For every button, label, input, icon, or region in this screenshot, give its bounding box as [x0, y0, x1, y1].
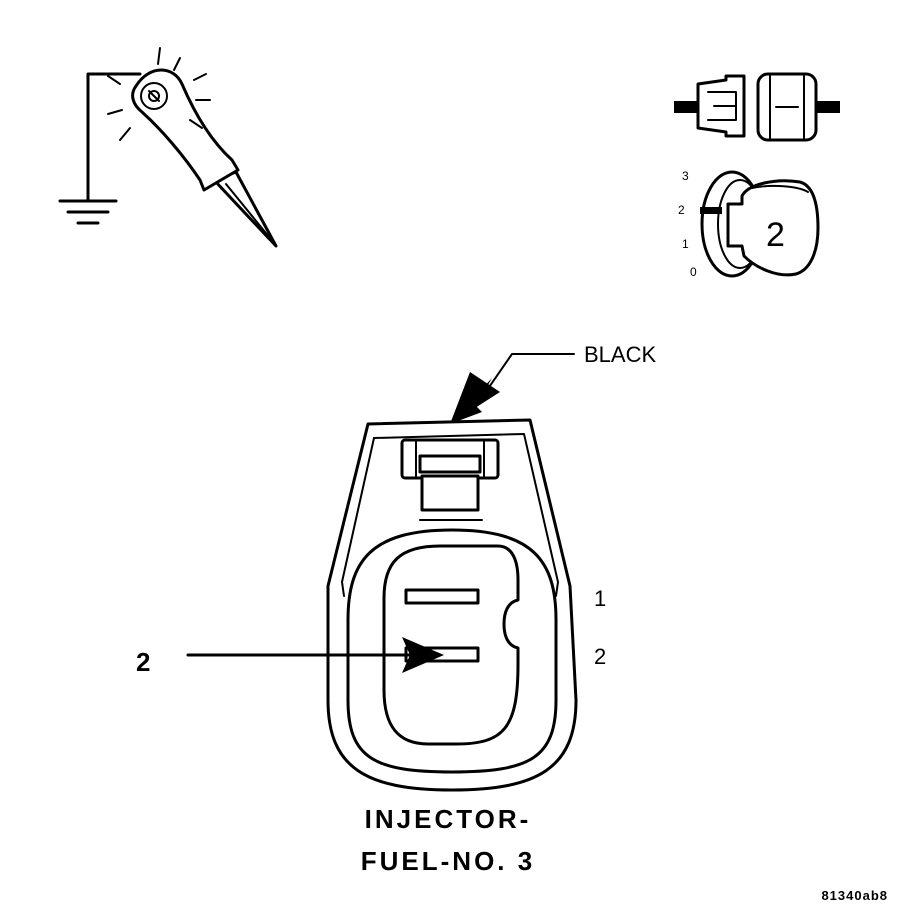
test-light-icon: [58, 47, 278, 248]
locking-latch: [400, 438, 500, 521]
cavity-1-label: 1: [594, 586, 606, 611]
cavity-pointer: 2: [136, 637, 444, 677]
ignition-key-icon: 3 2 1 0 2: [678, 169, 820, 279]
cavity-1: [404, 588, 480, 605]
ignition-position-2: 2: [678, 203, 685, 217]
ignition-key-number: 2: [766, 216, 785, 254]
connector-disconnected-icon: [674, 72, 840, 142]
connector-name-line2: FUEL-NO. 3: [361, 846, 535, 876]
wire-color-label: BLACK: [584, 342, 656, 367]
figure-code: 81340ab8: [821, 888, 888, 903]
connector-name-line1: INJECTOR-: [365, 804, 532, 834]
ignition-position-0: 0: [690, 265, 697, 279]
ignition-position-1: 1: [682, 237, 689, 251]
ignition-position-3: 3: [682, 169, 689, 183]
wire-color-callout: BLACK: [450, 342, 656, 424]
ground-icon: [58, 199, 118, 225]
connector-face: 1 2: [326, 418, 606, 792]
cavity-2-label: 2: [594, 644, 606, 669]
pointer-number-label: 2: [136, 647, 153, 677]
